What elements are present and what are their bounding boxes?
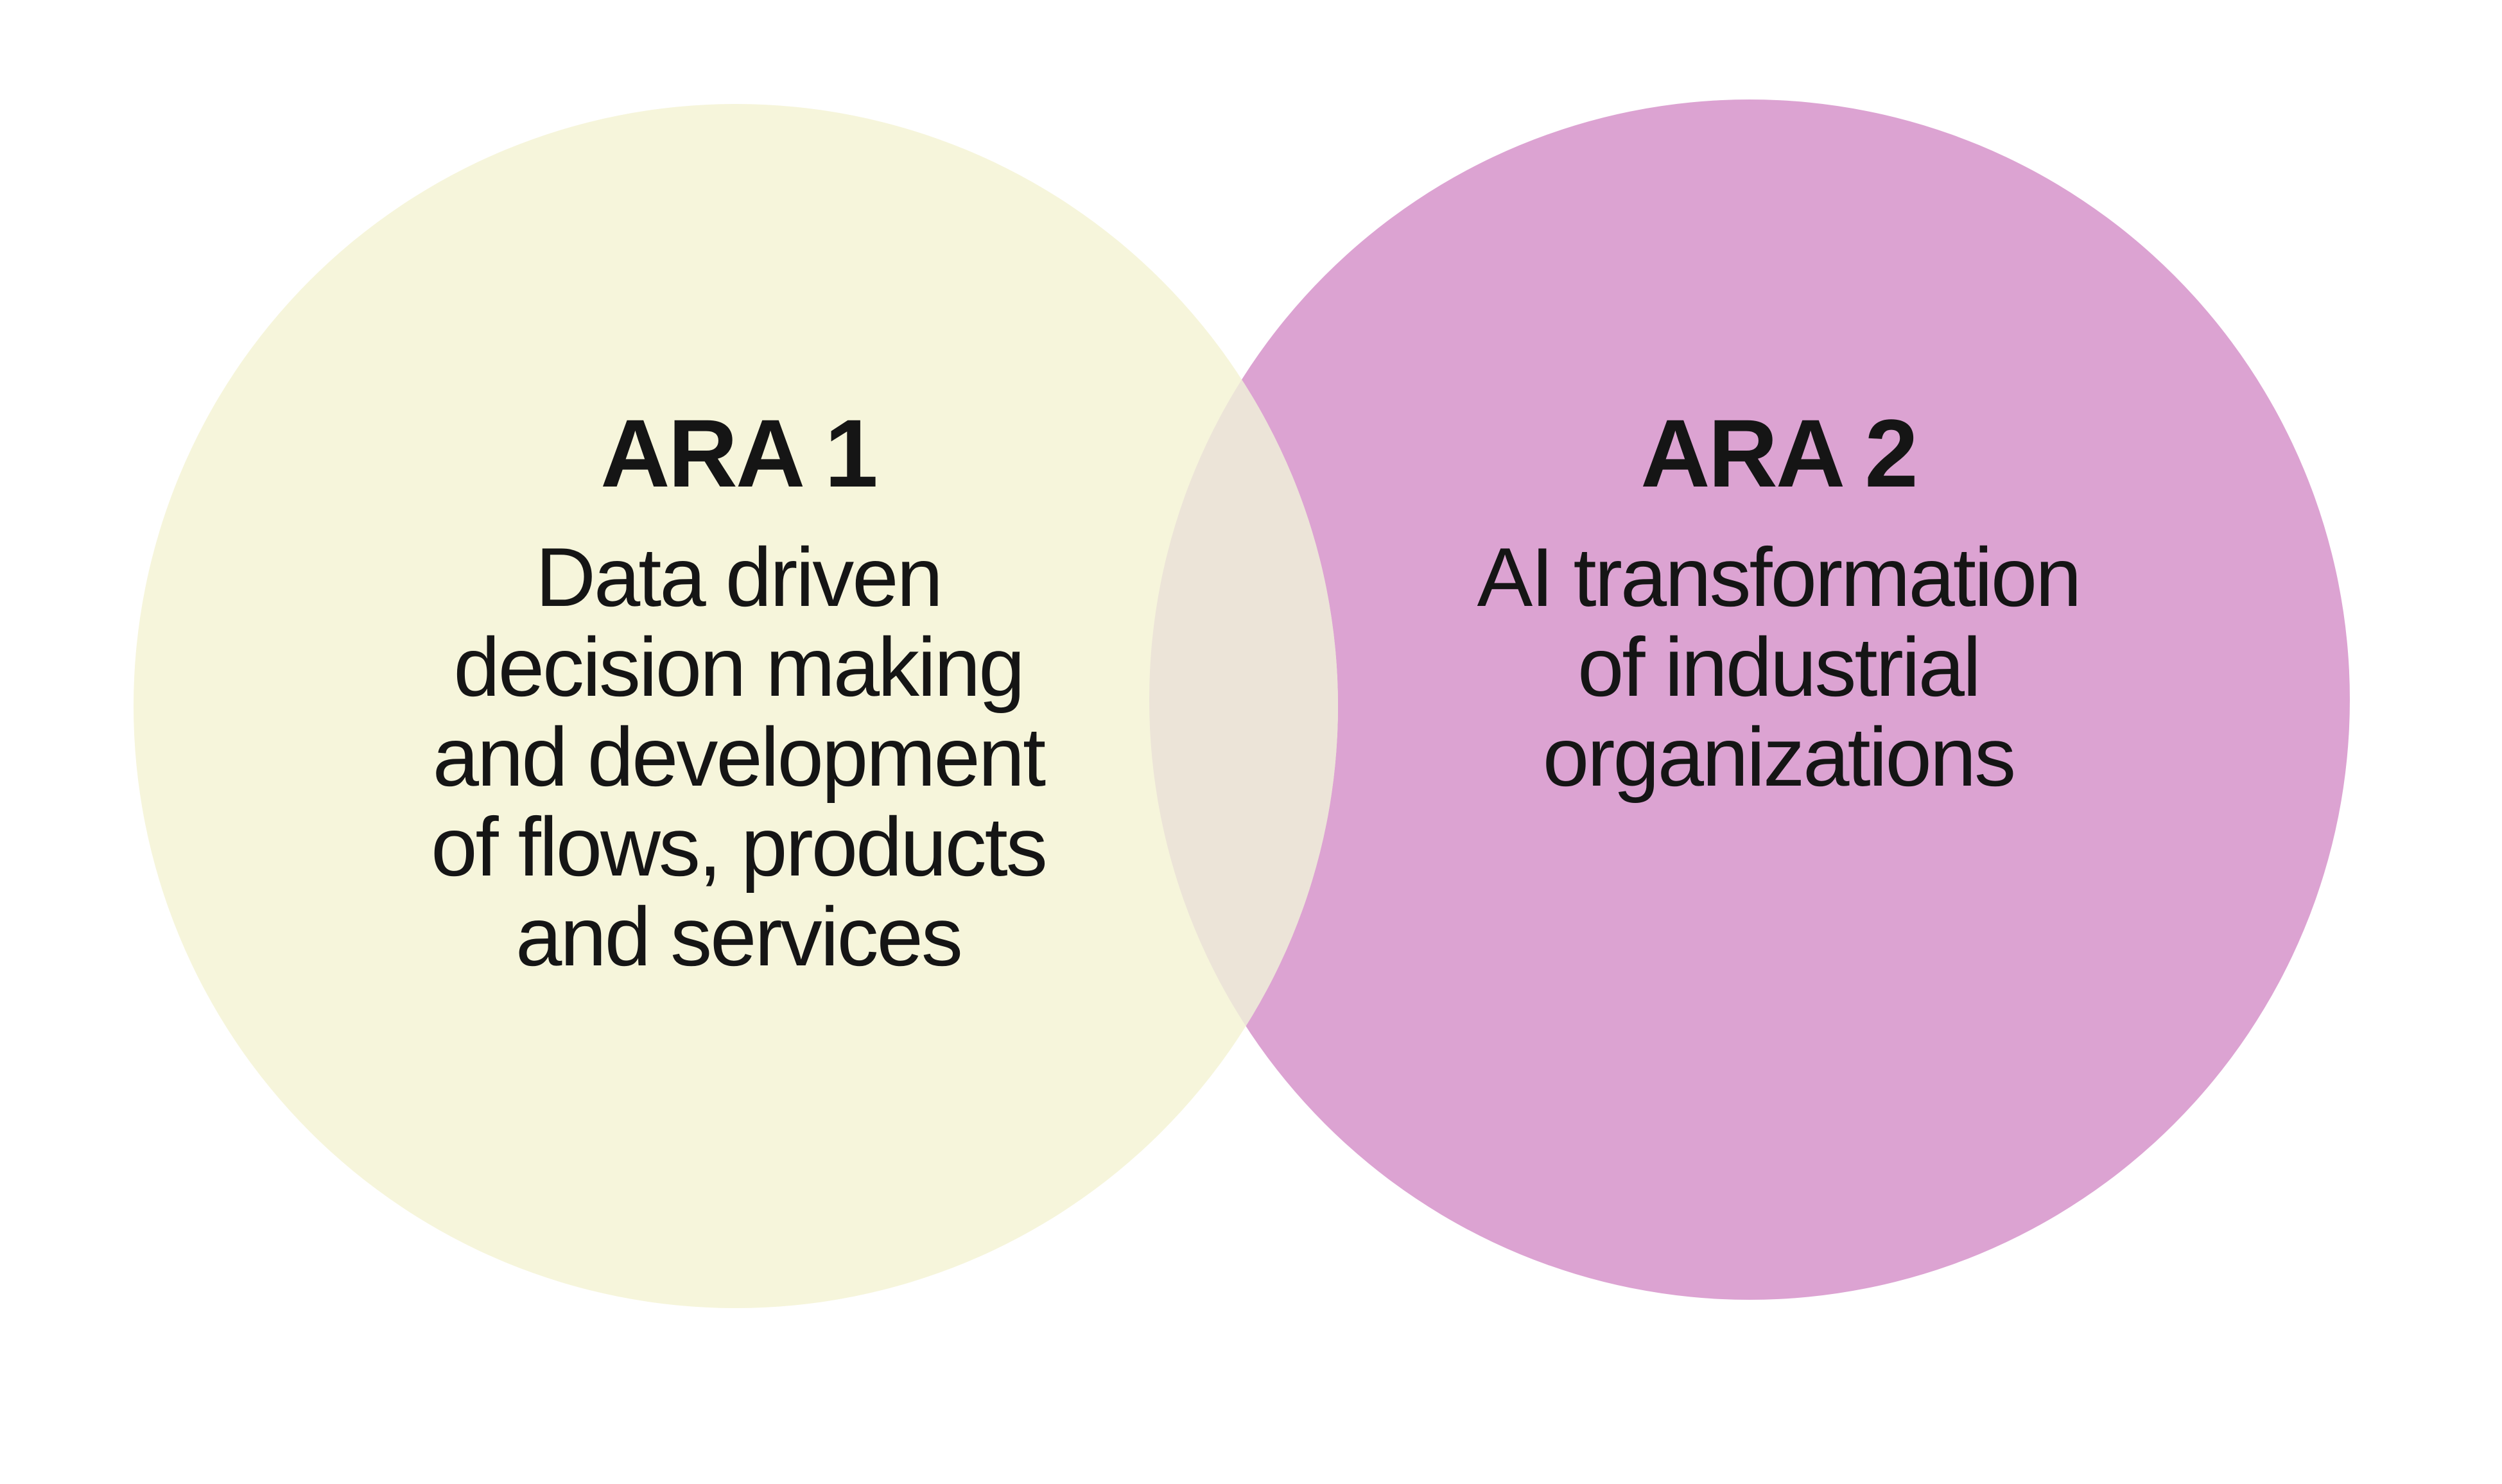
- ara1-description-line: Data driven: [535, 530, 943, 624]
- ara2-description-line: of industrial: [1577, 620, 1981, 714]
- ara2-description-line: AI transformation: [1477, 530, 2082, 624]
- ara1-title: ARA 1: [600, 399, 878, 507]
- ara1-label-group: ARA 1 Data driven decision making and de…: [431, 399, 1048, 983]
- ara1-description-line: and services: [516, 890, 963, 983]
- ara2-label-group: ARA 2 AI transformation of industrial or…: [1477, 399, 2082, 804]
- ara2-description: AI transformation of industrial organiza…: [1477, 530, 2082, 804]
- ara2-description-line: organizations: [1542, 710, 2016, 804]
- ara1-description-line: of flows, products: [431, 800, 1048, 893]
- ara1-description-line: decision making: [453, 620, 1025, 714]
- ara1-description-line: and development: [432, 710, 1046, 804]
- circle-ara1: [134, 104, 1338, 1308]
- ara1-description: Data driven decision making and developm…: [431, 530, 1048, 983]
- ara2-title: ARA 2: [1640, 399, 1918, 507]
- circle-ara2: [1149, 99, 2350, 1300]
